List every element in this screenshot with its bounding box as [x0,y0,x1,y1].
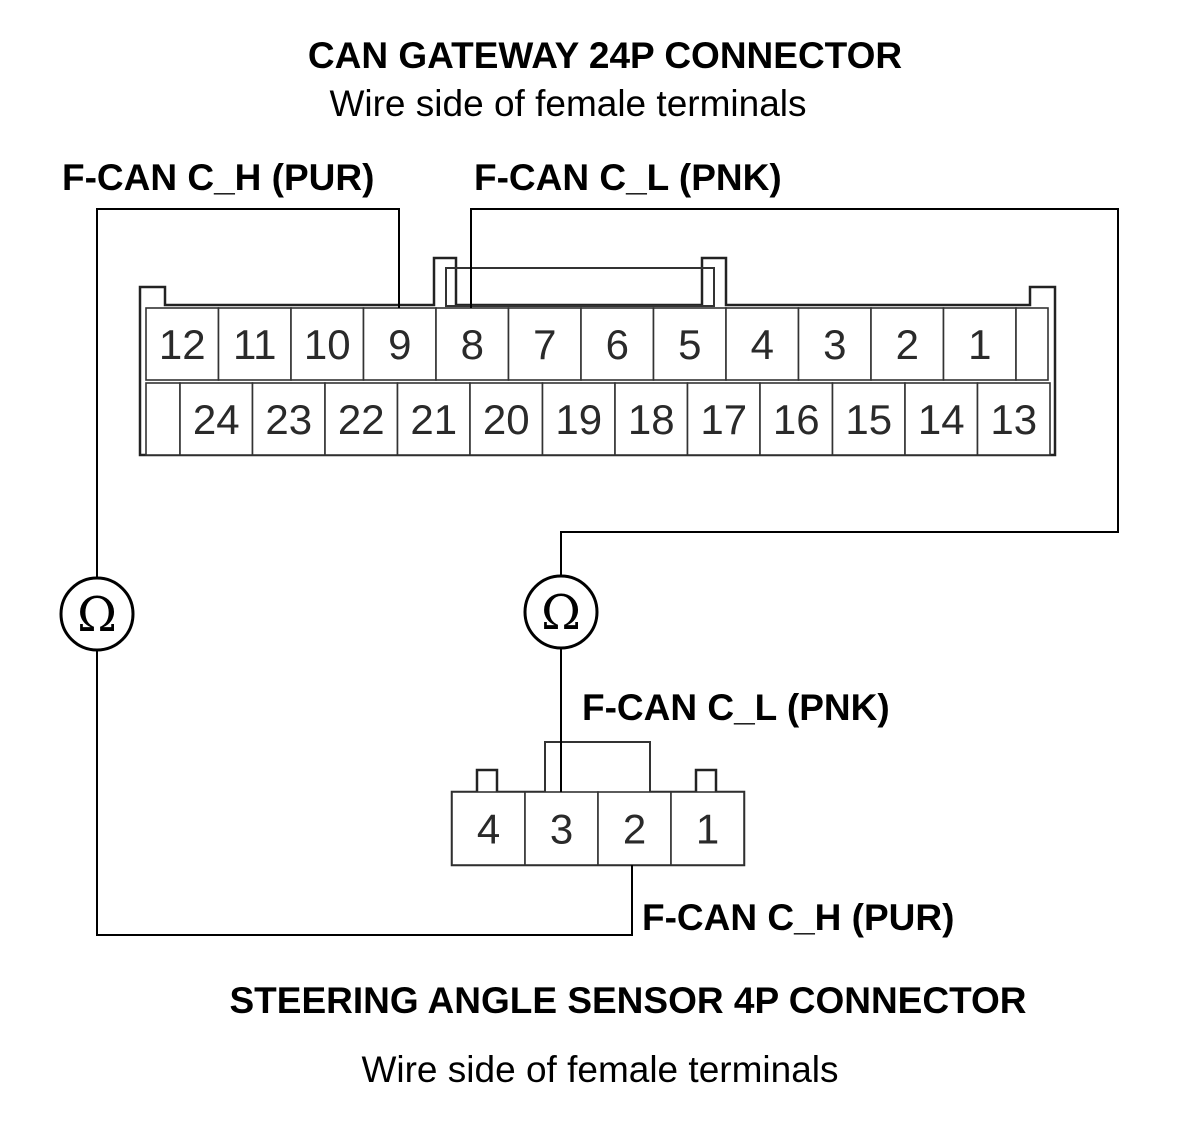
gateway-terminal-7-cell [507,307,582,381]
gateway-terminal-5: 5 [678,321,701,368]
gateway-terminal-8-cell [435,307,510,381]
sensor-terminal-3-cell [524,791,599,866]
gateway-terminal-21: 21 [410,396,457,443]
gateway-terminal-24-cell [179,382,254,456]
gateway-terminal-3-cell [797,307,872,381]
gateway-terminal-18: 18 [628,396,675,443]
ohm-icon: Ω [541,585,581,641]
ch-wire-bottom [96,646,633,936]
gateway-blank-bottom-cell [145,382,181,456]
sensor-terminal-1: 1 [696,806,719,853]
gateway-terminal-9: 9 [388,321,411,368]
gateway-cl-label: F-CAN C_L (PNK) [474,157,782,198]
gateway-terminal-23: 23 [265,396,312,443]
gateway-terminal-3: 3 [823,321,846,368]
ohm-icon: Ω [77,587,117,643]
gateway-terminal-20-cell [469,382,544,456]
sensor-ch-label: F-CAN C_H (PUR) [642,897,954,938]
gateway-terminal-1-cell [942,307,1017,381]
gateway-terminal-20: 20 [483,396,530,443]
gateway-terminal-11-cell [217,307,292,381]
gateway-bottom-row: 24 23 22 21 20 19 18 17 16 15 14 13 [145,382,1051,456]
gateway-terminal-15-cell [831,382,906,456]
gateway-terminal-6-cell [580,307,655,381]
gateway-top-row: 12 11 10 9 8 7 6 5 4 3 2 1 [145,307,1049,381]
gateway-terminal-23-cell [251,382,326,456]
gateway-terminal-12-cell [145,307,220,381]
gateway-terminal-17: 17 [700,396,747,443]
gateway-terminal-16-cell [759,382,834,456]
gateway-terminal-1: 1 [968,321,991,368]
gateway-terminal-10: 10 [304,321,351,368]
gateway-terminal-22: 22 [338,396,385,443]
gateway-terminal-8: 8 [461,321,484,368]
gateway-terminal-19-cell [541,382,616,456]
sensor-terminal-4: 4 [477,806,500,853]
cl-wire-top [470,208,1119,576]
sensor-title: STEERING ANGLE SENSOR 4P CONNECTOR [230,980,1027,1021]
gateway-terminal-21-cell [396,382,471,456]
sensor-terminal-1-cell [670,791,745,866]
gateway-subtitle: Wire side of female terminals [329,83,806,124]
gateway-terminal-12: 12 [159,321,206,368]
gateway-ch-label: F-CAN C_H (PUR) [62,157,374,198]
gateway-terminal-4-cell [725,307,800,381]
sensor-connector: 4 3 2 1 [450,741,746,867]
ch-wire-top [96,208,400,582]
gateway-blank-top-cell [1015,307,1049,381]
gateway-terminal-5-cell [652,307,727,381]
gateway-terminal-11: 11 [233,321,277,368]
gateway-terminal-15: 15 [845,396,892,443]
gateway-terminal-16: 16 [773,396,820,443]
gateway-terminal-17-cell [686,382,761,456]
gateway-terminal-13-cell [976,382,1051,456]
gateway-terminal-14: 14 [918,396,965,443]
gateway-terminal-19: 19 [555,396,602,443]
gateway-terminal-6: 6 [606,321,629,368]
ohmmeter-left: Ω [59,576,135,652]
wires [96,208,1119,936]
ohmmeter-right: Ω [523,574,599,650]
gateway-terminal-14-cell [904,382,979,456]
sensor-terminal-2: 2 [623,806,646,853]
gateway-terminal-18-cell [614,382,689,456]
sensor-subtitle: Wire side of female terminals [361,1049,838,1090]
gateway-title: CAN GATEWAY 24P CONNECTOR [308,35,902,76]
sensor-terminal-row: 4 3 2 1 [451,791,745,866]
gateway-terminal-7: 7 [533,321,556,368]
gateway-terminal-4: 4 [751,321,774,368]
sensor-cl-label: F-CAN C_L (PNK) [582,687,890,728]
gateway-terminal-13: 13 [990,396,1037,443]
gateway-terminal-24: 24 [193,396,240,443]
sensor-terminal-2-cell [597,791,672,866]
gateway-terminal-2: 2 [896,321,919,368]
gateway-terminal-10-cell [290,307,365,381]
sensor-terminal-3: 3 [550,806,573,853]
